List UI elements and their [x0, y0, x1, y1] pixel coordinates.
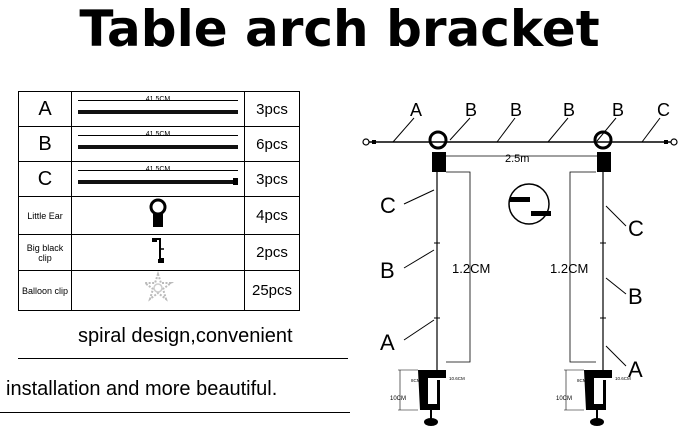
part-quantity: 4pcs — [244, 196, 300, 235]
rod-length-label: 41.5CM — [145, 96, 171, 103]
rod-icon: 41.5CM — [71, 126, 245, 162]
top-label-b: B — [612, 100, 624, 120]
right-pole-label-c: C — [628, 216, 644, 241]
top-label-b: B — [510, 100, 522, 120]
caption-line-2: installation and more beautiful. — [6, 378, 278, 400]
table-row: Big black clip 2pcs — [18, 234, 300, 271]
part-quantity: 25pcs — [244, 270, 300, 311]
part-label: B — [18, 126, 72, 162]
clip-dim-b-left: 10.6CM — [449, 376, 465, 381]
table-row: A 41.5CM 3pcs — [18, 91, 300, 127]
clip-width-left: 10CM — [390, 396, 406, 402]
left-pole-label-b: B — [380, 258, 395, 283]
little-ear-icon — [428, 130, 448, 150]
rod-length-label: 41.5CM — [145, 131, 171, 138]
right-pole-label-a: A — [628, 357, 643, 382]
big-black-clip-icon — [418, 370, 446, 426]
caption-line-1: spiral design,convenient — [78, 325, 293, 347]
page-title: Table arch bracket — [79, 0, 600, 58]
table-row: C 41.5CM 3pcs — [18, 161, 300, 197]
part-label: Balloon clip — [18, 270, 72, 311]
table-row: Little Ear 4pcs — [18, 196, 300, 235]
top-label-a: A — [410, 100, 422, 120]
clip-width-right: 10CM — [556, 396, 572, 402]
clip-dim-a-left: 8CM — [411, 378, 421, 383]
pole-height-left: 1.2CM — [452, 261, 490, 276]
part-quantity: 2pcs — [244, 234, 300, 271]
right-pole-label-b: B — [628, 284, 643, 309]
span-label: 2.5m — [505, 153, 529, 165]
big-black-clip-icon — [152, 238, 164, 263]
part-quantity: 3pcs — [244, 91, 300, 127]
joint-detail-icon — [508, 183, 550, 225]
little-ear-icon — [593, 130, 613, 150]
rod-icon: 41.5CM — [71, 91, 245, 127]
part-label: A — [18, 91, 72, 127]
table-row: Balloon clip 25pcs — [18, 270, 300, 311]
part-quantity: 3pcs — [244, 161, 300, 197]
parts-table: A 41.5CM 3pcs B 41.5CM 6pcs C 41.5CM 3pc… — [18, 91, 300, 311]
rod-with-cap-icon: 41.5CM — [71, 161, 245, 197]
little-ear-icon — [149, 198, 167, 227]
table-row: B 41.5CM 6pcs — [18, 126, 300, 162]
clip-dim-a-right: 8CM — [577, 378, 587, 383]
pole-height-right: 1.2CM — [550, 261, 588, 276]
top-label-c: C — [657, 100, 670, 120]
balloon-clip-icon — [142, 270, 174, 302]
rod-length-label: 41.5CM — [145, 166, 171, 173]
left-pole-label-a: A — [380, 330, 395, 355]
part-label: C — [18, 161, 72, 197]
top-label-b: B — [465, 100, 477, 120]
left-pole-label-c: C — [380, 193, 396, 218]
top-label-b: B — [563, 100, 575, 120]
clip-dim-b-right: 10.6CM — [615, 376, 631, 381]
big-black-clip-icon — [584, 370, 612, 426]
